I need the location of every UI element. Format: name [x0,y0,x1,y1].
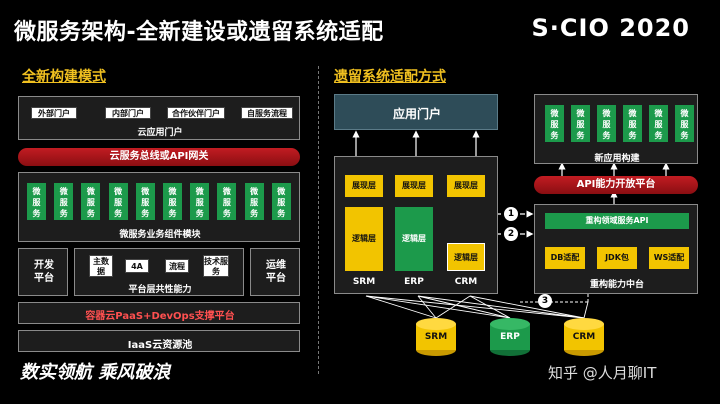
microservice-chip: 微服务 [163,183,182,220]
cloud-portal-label: 云应用门户 [137,128,183,138]
erp-logic-layer: 逻辑层 [395,207,433,271]
crm-database: CRM [564,318,604,356]
microservice-chip: 微服务 [54,183,74,220]
ops-platform-label: 运维平台 [266,260,286,284]
right-section-title: 遗留系统适配方式 [334,69,446,85]
iaas-box: IaaS云资源池 [18,330,300,352]
app-portal-box: 应用门户 [334,94,498,130]
dev-platform-box: 开发平台 [18,248,68,296]
new-app-box: 微服务微服务微服务微服务微服务微服务 新应用构建 [534,94,698,164]
crm-system-label: CRM [454,277,478,287]
microservice-chip: 微服务 [675,105,694,142]
marker-1: 1 [504,207,518,221]
microservice-chip: 微服务 [27,183,46,220]
srm-logic-layer: 逻辑层 [345,207,383,271]
new-app-label: 新应用构建 [594,154,640,164]
ops-platform-box: 运维平台 [250,248,300,296]
srm-display-layer: 展现层 [345,175,383,197]
paas-label: 容器云PaaS+DevOps支撑平台 [85,311,235,322]
dev-platform-label: 开发平台 [34,260,54,284]
shared-4a: 4A [125,259,149,273]
marker-3: 3 [538,294,552,308]
app-portal-label: 应用门户 [392,107,441,121]
jdk-package: JDK包 [597,247,637,269]
iaas-label: IaaS云资源池 [127,340,193,351]
microservice-chip: 微服务 [271,183,291,220]
crm-display-layer: 展现层 [447,175,485,197]
erp-database: ERP [490,318,530,356]
microservice-chip: 微服务 [649,105,668,142]
shared-master-data: 主数据 [89,255,113,277]
cloud-portal-box: 外部门户 内部门户 合作伙伴门户 自服务流程 云应用门户 [18,96,300,140]
shared-tech-service: 技术服务 [203,255,229,277]
microservice-chip: 微服务 [571,105,590,142]
srm-database: SRM [416,318,456,356]
page-title: 微服务架构-全新建设或遗留系统适配 [14,20,384,45]
microservice-chip: 微服务 [81,183,101,220]
shared-capabilities-box: 主数据 4A 流程 技术服务 平台层共性能力 [74,248,244,296]
microservice-chip: 微服务 [135,183,155,220]
components-label: 微服务业务组件模块 [119,230,201,240]
refactor-api-bar: 重构领域服务API [545,213,689,229]
db-adapter: DB适配 [545,247,585,269]
microservice-chip: 微服务 [623,105,642,142]
middle-platform-label: 重构能力中台 [589,280,644,290]
conference-logo: S·CIO 2020 [531,14,690,42]
srm-database-label: SRM [424,332,448,342]
ws-adapter: WS适配 [649,247,689,269]
left-section-title: 全新构建模式 [22,69,106,85]
section-divider [318,66,319,374]
microservice-chip: 微服务 [597,105,616,142]
microservice-chip: 微服务 [108,183,128,220]
crm-database-label: CRM [572,332,596,342]
portal-external: 外部门户 [31,107,77,119]
shared-capabilities-label: 平台层共性能力 [128,285,192,295]
marker-2: 2 [504,227,518,241]
middle-platform-box: 重构领域服务API DB适配 JDK包 WS适配 重构能力中台 [534,204,698,294]
erp-database-label: ERP [500,332,520,342]
portal-self-service: 自服务流程 [241,107,293,119]
paas-box: 容器云PaaS+DevOps支撑平台 [18,302,300,324]
microservice-chip: 微服务 [217,183,237,220]
microservice-components-box: 微服务微服务微服务微服务微服务微服务微服务微服务微服务微服务 微服务业务组件模块 [18,172,300,242]
microservice-chip: 微服务 [190,183,210,220]
legacy-systems-box: 展现层 展现层 展现层 逻辑层 逻辑层 逻辑层 SRM ERP CRM [334,156,498,294]
zhihu-watermark: 知乎 @人月聊IT [548,364,657,382]
slogan: 数实领航 乘风破浪 [20,362,171,383]
erp-system-label: ERP [404,277,424,287]
microservice-chip: 微服务 [244,183,264,220]
api-open-platform-bar: API能力开放平台 [534,176,698,194]
erp-display-layer: 展现层 [395,175,433,197]
portal-internal: 内部门户 [105,107,151,119]
srm-system-label: SRM [352,277,376,287]
microservice-chip: 微服务 [545,105,564,142]
crm-logic-layer: 逻辑层 [447,243,485,271]
portal-partner: 合作伙伴门户 [167,107,225,119]
service-bus-bar: 云服务总线或API网关 [18,148,300,166]
shared-process: 流程 [165,259,189,273]
